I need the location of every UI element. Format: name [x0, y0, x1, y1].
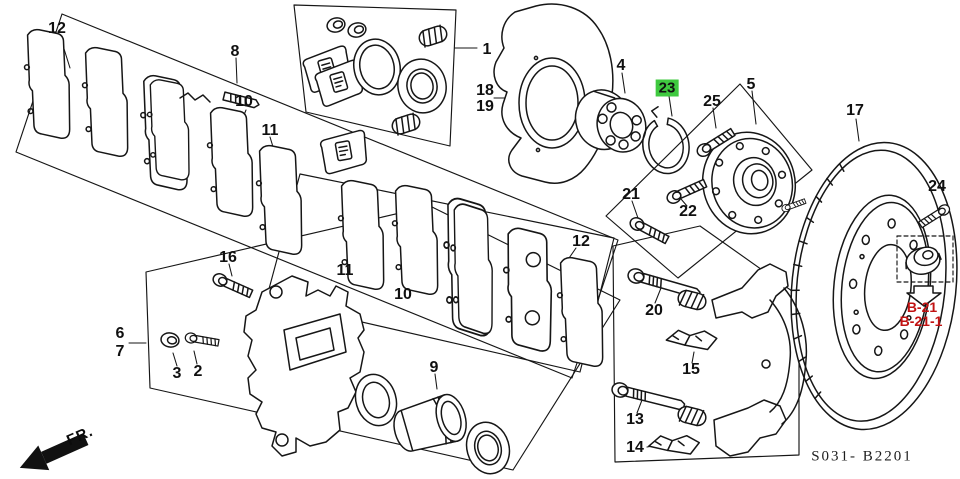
callout-24-stud[interactable]: 24 [928, 178, 946, 195]
spindle-nut [905, 246, 942, 275]
diagram-code: S031- B2201 [811, 448, 913, 465]
callout-8-pad-set[interactable]: 8 [230, 43, 240, 60]
callout-12-pads[interactable]: 12 [48, 20, 66, 37]
ref-down-arrow [906, 285, 942, 307]
callout-19-splash-guard[interactable]: 19 [476, 98, 494, 115]
callout-25-bolt[interactable]: 25 [703, 93, 721, 110]
callout-4-bearing[interactable]: 4 [616, 57, 626, 74]
callout-9-piston[interactable]: 9 [429, 359, 439, 376]
bracket-group-box [612, 225, 800, 463]
nut-reference-dashed-box [896, 235, 954, 283]
seal-kit-group-box [293, 4, 457, 147]
pad-set-group-box-2 [265, 173, 615, 373]
hub-group-box [605, 83, 813, 279]
bleed-screw-2 [183, 331, 220, 349]
bracket-assembly [609, 263, 808, 457]
bleed-screw-cap-3 [159, 330, 181, 350]
pad-retainer-14 [647, 432, 701, 456]
callout-3-cap[interactable]: 3 [172, 365, 182, 382]
snap-ring [642, 106, 690, 175]
callout-23-snap-ring-highlighted[interactable]: 23 [655, 79, 679, 97]
brake-pad-set-row2 [332, 177, 609, 371]
callout-11-shim-b[interactable]: 11 [336, 262, 354, 279]
slide-pin-13 [609, 380, 687, 414]
fr-direction-arrow [19, 433, 89, 471]
callout-5-hub[interactable]: 5 [746, 76, 756, 93]
ref-link-b21[interactable]: B-21 [906, 299, 938, 315]
callout-10-shim[interactable]: 10 [235, 93, 253, 110]
callout-12-pads-b[interactable]: 12 [572, 233, 590, 250]
ref-link-b21-1[interactable]: B-21-1 [899, 313, 943, 329]
callout-6-caliper[interactable]: 6 [115, 325, 125, 342]
callout-2-bleeder[interactable]: 2 [193, 363, 203, 380]
pin-boot-13 [675, 404, 709, 428]
flange-bolt-22 [664, 176, 709, 207]
callout-15-retainer[interactable]: 15 [682, 361, 700, 378]
callout-7-caliper[interactable]: 7 [115, 343, 125, 360]
callout-13-slide-pin[interactable]: 13 [626, 411, 644, 428]
caliper-bracket [711, 263, 808, 457]
brake-disc [790, 141, 958, 431]
seal-kit-contents [300, 15, 450, 137]
pad-set-group-box-1 [15, 13, 619, 379]
callout-10-shim-b[interactable]: 10 [394, 286, 412, 303]
caliper-group-box [145, 205, 621, 471]
pin-boot-20 [675, 288, 709, 312]
callout-14-retainer[interactable]: 14 [626, 439, 644, 456]
callout-21-bolt[interactable]: 21 [622, 186, 640, 203]
callout-1-seal-kit[interactable]: 1 [482, 41, 492, 58]
piston [393, 393, 467, 452]
pad-retainer-15 [665, 326, 719, 352]
callout-22-bolt[interactable]: 22 [679, 203, 697, 220]
wheel-bearing [574, 89, 647, 153]
callout-16-banjo-bolt[interactable]: 16 [219, 249, 237, 266]
hub [701, 131, 797, 235]
caliper-assembly [159, 270, 511, 475]
callout-17-disc[interactable]: 17 [846, 102, 864, 119]
callout-20-slide-pin[interactable]: 20 [645, 302, 663, 319]
callout-11-shim[interactable]: 11 [261, 122, 279, 139]
brake-pad-set-row1 [18, 26, 371, 259]
callout-18-splash-guard[interactable]: 18 [476, 82, 494, 99]
